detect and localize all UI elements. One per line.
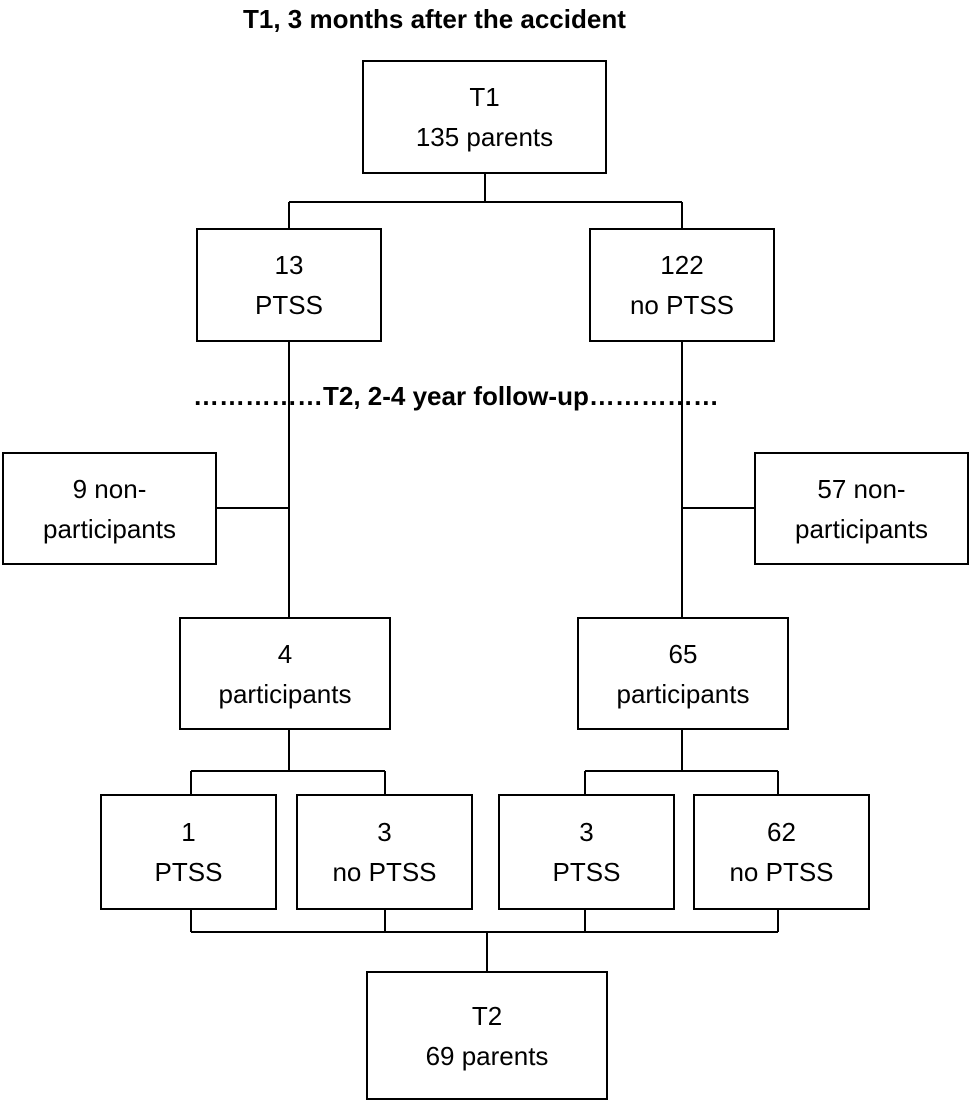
no-ptss-62-box: 62 no PTSS — [693, 794, 870, 910]
participants-65-box: 65 participants — [577, 617, 789, 730]
t2-total-box: T2 69 parents — [366, 971, 608, 1100]
no-ptss-3-box: 3 no PTSS — [296, 794, 473, 910]
box-line-1: 57 non- — [817, 473, 906, 504]
ptss-1-box: 1 PTSS — [100, 794, 277, 910]
box-line-1: 3 — [579, 817, 594, 847]
ptss-3-box: 3 PTSS — [498, 794, 675, 910]
box-line-2: no PTSS — [629, 290, 735, 320]
box-line-2: participants — [43, 513, 176, 544]
participants-4-box: 4 participants — [179, 617, 391, 730]
t1-heading: T1, 3 months after the accident — [243, 4, 626, 34]
box-line-2: participants — [218, 678, 352, 709]
t1-total-box: T1 135 parents — [362, 60, 607, 174]
non-participants-57-box: 57 non- participants — [754, 452, 969, 565]
box-line-2: 135 parents — [415, 122, 554, 152]
box-line-1: 62 — [767, 817, 796, 847]
t2-heading: ……………T2, 2-4 year follow-up…………… — [193, 381, 719, 411]
box-line-2: PTSS — [154, 857, 223, 887]
box-line-1: T1 — [469, 82, 500, 112]
non-participants-9-box: 9 non- participants — [2, 452, 217, 565]
box-line-1: T2 — [471, 1000, 503, 1031]
box-line-1: 65 — [668, 638, 698, 669]
box-line-2: PTSS — [255, 290, 323, 320]
box-line-2: participants — [795, 513, 928, 544]
box-line-1: 122 — [660, 250, 704, 280]
box-line-2: participants — [616, 678, 750, 709]
box-line-2: no PTSS — [729, 857, 834, 887]
no-ptss-122-box: 122 no PTSS — [589, 228, 775, 342]
box-line-1: 9 non- — [72, 473, 147, 504]
box-line-1: 1 — [181, 817, 196, 847]
box-line-2: PTSS — [552, 857, 621, 887]
box-line-1: 4 — [277, 638, 293, 669]
box-line-1: 13 — [274, 250, 304, 280]
box-line-2: 69 parents — [425, 1040, 549, 1071]
ptss-13-box: 13 PTSS — [196, 228, 382, 342]
box-line-1: 3 — [377, 817, 392, 847]
box-line-2: no PTSS — [332, 857, 437, 887]
